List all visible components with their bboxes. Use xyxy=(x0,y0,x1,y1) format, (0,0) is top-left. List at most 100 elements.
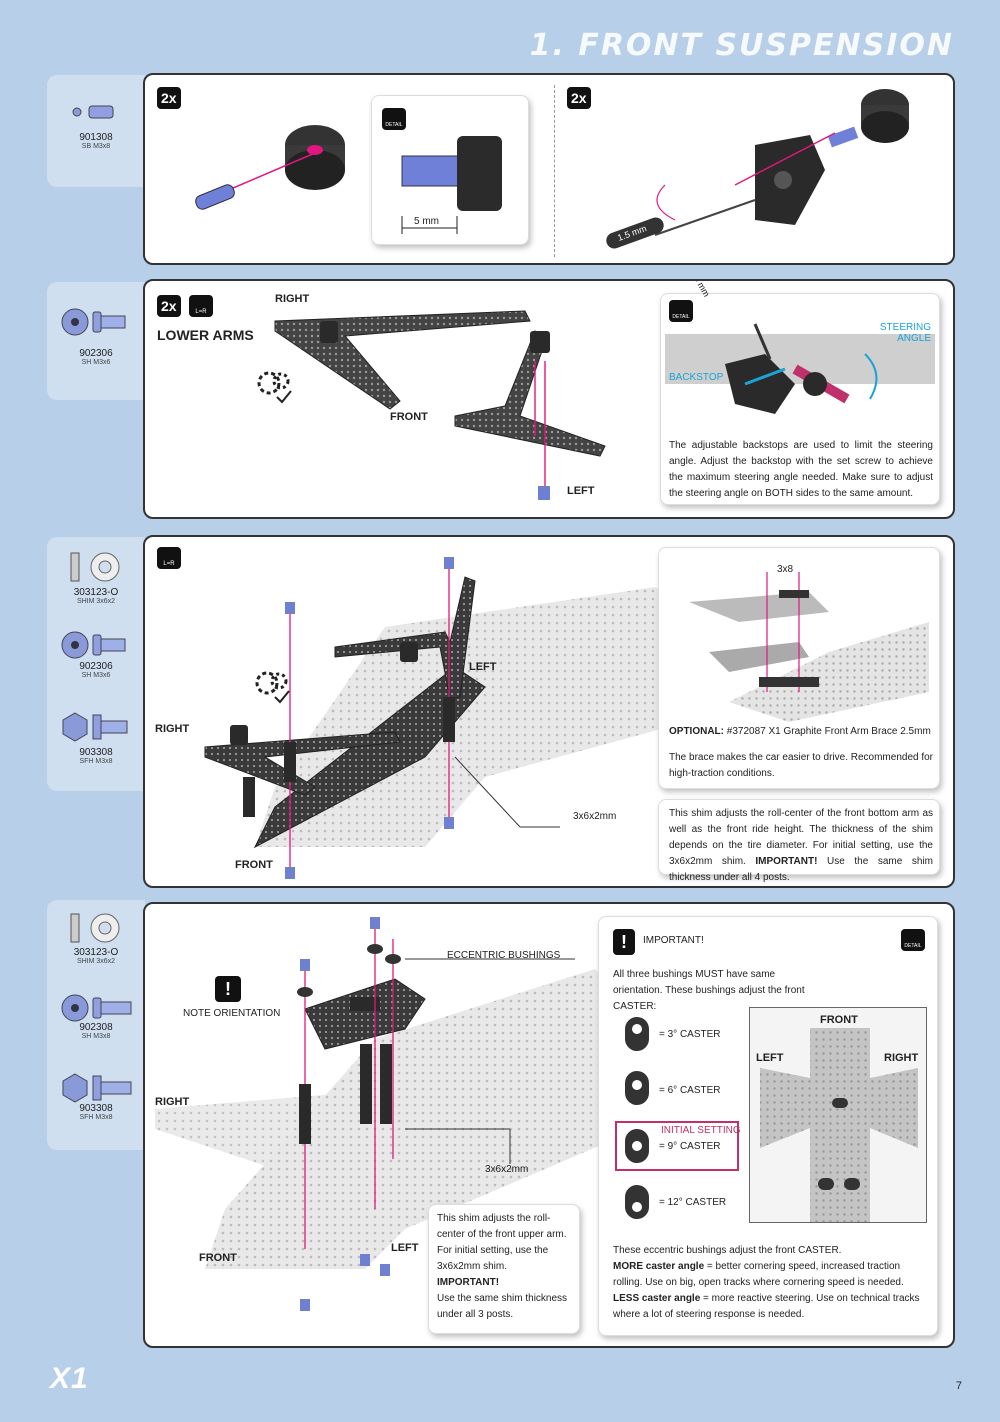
bushing-6deg-icon xyxy=(625,1071,649,1105)
shim-label: 3x6x2mm xyxy=(485,1164,529,1175)
part-code: 901308 xyxy=(79,132,113,143)
front-label: FRONT xyxy=(199,1252,237,1264)
spacer-illustration xyxy=(195,125,345,210)
diagram-front-label: FRONT xyxy=(820,1014,858,1026)
lr-same-icon: L=R xyxy=(157,547,181,569)
parts-column-4: 303123-O SHIM 3x6x2 902308 SH M3x8 90330… xyxy=(47,900,145,1150)
parts-column-3: 303123-O SHIM 3x6x2 902306 SH M3x6 90330… xyxy=(47,537,145,791)
steering-block-illustration xyxy=(606,89,909,249)
bushing-intro: All three bushings MUST have same orient… xyxy=(613,969,805,1012)
bushing-12deg-icon xyxy=(625,1185,649,1219)
backstop-detail-callout: DETAIL STEERING ANGLE BACKSTOP The adjus… xyxy=(660,293,940,505)
shim-callout: This shim adjusts the roll-center of the… xyxy=(428,1204,580,1334)
detail-callout: DETAIL 5 mm xyxy=(371,95,529,245)
parts-column-1: 901308 SB M3x8 xyxy=(47,75,145,187)
step-2-panel: 2x L=R LOWER ARMS RIGHT FRONT LEFT DETAI… xyxy=(143,279,955,519)
part-code: 902306 xyxy=(79,661,113,672)
exclamation-icon: ! xyxy=(613,929,635,955)
more-caster-bold: MORE caster angle xyxy=(613,1261,705,1272)
step-title: LOWER ARMS xyxy=(157,327,254,343)
quantity-badge: 2x xyxy=(157,87,181,109)
part-desc: SH M3x6 xyxy=(81,672,111,679)
more-caster-desc: = better cornering speed, increased trac… xyxy=(613,1261,904,1288)
less-caster-desc: = more reactive steering. Use on technic… xyxy=(613,1293,920,1320)
part-code: 902308 xyxy=(79,1022,113,1033)
important-title: IMPORTANT! xyxy=(643,935,704,946)
exclamation-icon: ! xyxy=(215,976,241,1002)
important-description: Use the same shim thickness under all 3 … xyxy=(437,1293,568,1320)
screw-label: 3x8 xyxy=(777,564,794,575)
chassis-lower-arm-illustration xyxy=(204,557,705,879)
important-bold: IMPORTANT! xyxy=(755,856,818,867)
optional-text: OPTIONAL: #372087 X1 Graphite Front Arm … xyxy=(669,724,931,740)
front-label: FRONT xyxy=(390,411,428,423)
adjustment-tool-icon xyxy=(255,671,290,704)
part-desc: SFH M3x8 xyxy=(79,758,113,765)
optional-bold: OPTIONAL: xyxy=(669,726,724,737)
step-1-panel: 2x DETAIL 5 mm 2x 1.5 mm xyxy=(143,73,955,265)
part-code: 303123-O xyxy=(73,947,119,958)
quantity-badge: 2x xyxy=(157,295,181,317)
part-code: 902306 xyxy=(79,348,113,359)
page-number: 7 xyxy=(955,1380,962,1392)
right-label: RIGHT xyxy=(155,1096,190,1108)
lower-arms-illustration xyxy=(274,310,606,500)
caster-6-label: = 6° CASTER xyxy=(659,1085,721,1096)
optional-brace-callout: 3x8 OPTIONAL: #372087 X1 Graphite Front … xyxy=(658,547,940,789)
right-label: RIGHT xyxy=(155,723,190,735)
shim-callout: This shim adjusts the roll-center of the… xyxy=(658,799,940,883)
detail-icon: DETAIL xyxy=(382,108,406,130)
initial-setting-box xyxy=(615,1121,739,1171)
important-text: Use the same shim thickness under all 4 … xyxy=(669,856,934,883)
page-title: 1. FRONT SUSPENSION xyxy=(529,28,954,63)
bushing-9deg-icon xyxy=(625,1129,649,1163)
step-3-panel: L=R LEFT RIGHT FRONT 3x6 xyxy=(143,535,955,888)
diagram-left-label: LEFT xyxy=(756,1052,784,1064)
part-desc: SH M3x8 xyxy=(81,1033,111,1040)
brace-description: The brace makes the car easier to drive.… xyxy=(669,752,934,779)
detail-icon: DETAIL xyxy=(901,929,925,951)
part-desc: SHIM 3x6x2 xyxy=(76,598,116,605)
part-desc: SB M3x8 xyxy=(81,143,111,150)
more-caster-text: MORE caster angle = better cornering spe… xyxy=(613,1259,929,1291)
quantity-badge: 2x xyxy=(567,87,591,109)
shim-description: This shim adjusts the roll-center of the… xyxy=(437,1213,567,1272)
shim-label: 3x6x2mm xyxy=(573,811,617,822)
caster-footer-line: These eccentric bushings adjust the fron… xyxy=(613,1245,842,1256)
lr-same-icon: L=R xyxy=(189,295,213,317)
part-code: 303123-O xyxy=(73,587,119,598)
left-label: LEFT xyxy=(469,661,497,673)
optional-part: #372087 X1 Graphite Front Arm Brace 2.5m… xyxy=(726,726,931,737)
part-code: 903308 xyxy=(79,747,113,758)
eccentric-bushings-label: ECCENTRIC BUSHINGS xyxy=(447,950,561,961)
less-caster-bold: LESS caster angle xyxy=(613,1293,701,1304)
x1-logo: X1 xyxy=(50,1362,89,1395)
less-caster-text: LESS caster angle = more reactive steeri… xyxy=(613,1291,929,1323)
front-label: FRONT xyxy=(235,859,273,871)
left-label: LEFT xyxy=(391,1242,419,1254)
bushing-3deg-icon xyxy=(625,1017,649,1051)
detail-icon: DETAIL xyxy=(669,300,693,322)
backstop-description: The adjustable backstops are used to lim… xyxy=(669,440,933,499)
caster-12-label: = 12° CASTER xyxy=(659,1197,727,1208)
caster-detail-callout: ! IMPORTANT! DETAIL All three bushings M… xyxy=(598,916,938,1336)
step-4-panel: ECCENTRIC BUSHINGS ! NOTE ORIENTATION RI… xyxy=(143,902,955,1348)
backstop-label: BACKSTOP xyxy=(669,372,724,383)
steering-angle-label: STEERING ANGLE xyxy=(879,322,931,344)
part-desc: SH M3x6 xyxy=(81,359,111,366)
divider xyxy=(554,85,555,257)
upper-arm-chassis-illustration xyxy=(155,917,615,1311)
part-desc: SHIM 3x6x2 xyxy=(76,958,116,965)
initial-setting-label: INITIAL SETTING xyxy=(661,1125,741,1136)
part-desc: SFH M3x8 xyxy=(79,1114,113,1121)
caster-3-label: = 3° CASTER xyxy=(659,1029,721,1040)
diagram-right-label: RIGHT xyxy=(884,1052,919,1064)
left-label: LEFT xyxy=(567,485,595,497)
shim-text: This shim adjusts the roll-center of the… xyxy=(669,808,933,867)
important-bold: IMPORTANT! xyxy=(437,1277,500,1288)
shim-description: This shim adjusts the roll-center of the… xyxy=(669,806,933,886)
right-label: RIGHT xyxy=(275,293,310,305)
adjustment-tool-icon xyxy=(257,371,292,404)
part-code: 903308 xyxy=(79,1103,113,1114)
dimension-label: 5 mm xyxy=(414,216,439,227)
